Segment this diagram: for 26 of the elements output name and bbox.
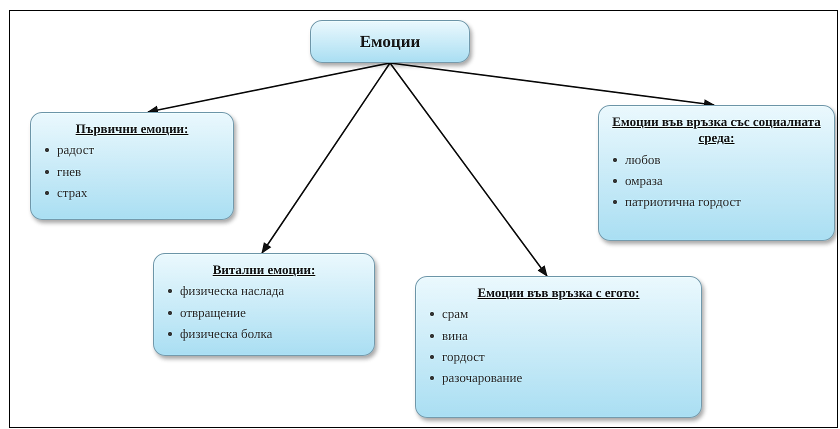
arrow (146, 62, 390, 114)
category-heading: Емоции във връзка със социалната среда: (611, 114, 822, 146)
arrow (261, 62, 391, 254)
bullet-item: омраза (625, 172, 663, 189)
category-heading: Първични емоции: (74, 121, 190, 138)
bullet-item: отвращение (180, 304, 246, 321)
category-box (415, 276, 702, 418)
bullet-item: физическа болка (180, 326, 272, 342)
arrow (389, 62, 548, 277)
category-box (30, 112, 234, 220)
bullet-item: патриотична гордост (625, 194, 741, 210)
bullet-item: гордост (442, 348, 485, 365)
category-box (598, 105, 835, 241)
category-box (153, 253, 375, 356)
bullet-item: вина (442, 328, 468, 344)
bullet-item: срам (442, 306, 468, 322)
category-heading: Емоции във връзка с егото: (476, 285, 640, 302)
category-heading: Витални емоции: (212, 262, 316, 278)
bullet-item: гнев (57, 164, 82, 180)
bullet-item: радост (57, 142, 94, 158)
bullet-item: физическа наслада (180, 283, 284, 300)
bullet-item: любов (625, 152, 660, 168)
topic-title: Емоции (360, 30, 420, 53)
bullet-item: страх (57, 184, 88, 201)
bullet-item: разочарование (442, 370, 522, 386)
topic-box (310, 20, 470, 63)
